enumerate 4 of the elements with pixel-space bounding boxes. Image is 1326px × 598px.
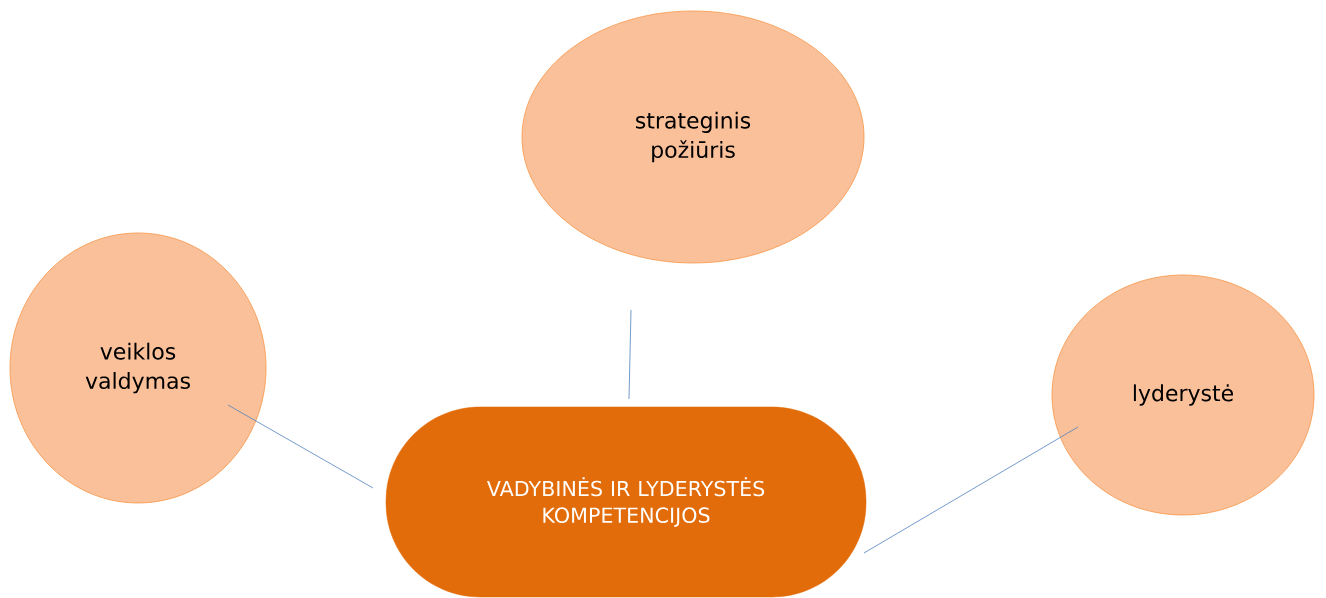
connector-line <box>628 309 632 400</box>
connector-line <box>863 426 1079 554</box>
rounded-box: VADYBINĖS IR LYDERYSTĖS KOMPETENCIJOS <box>385 406 867 598</box>
connector-line <box>227 404 374 489</box>
